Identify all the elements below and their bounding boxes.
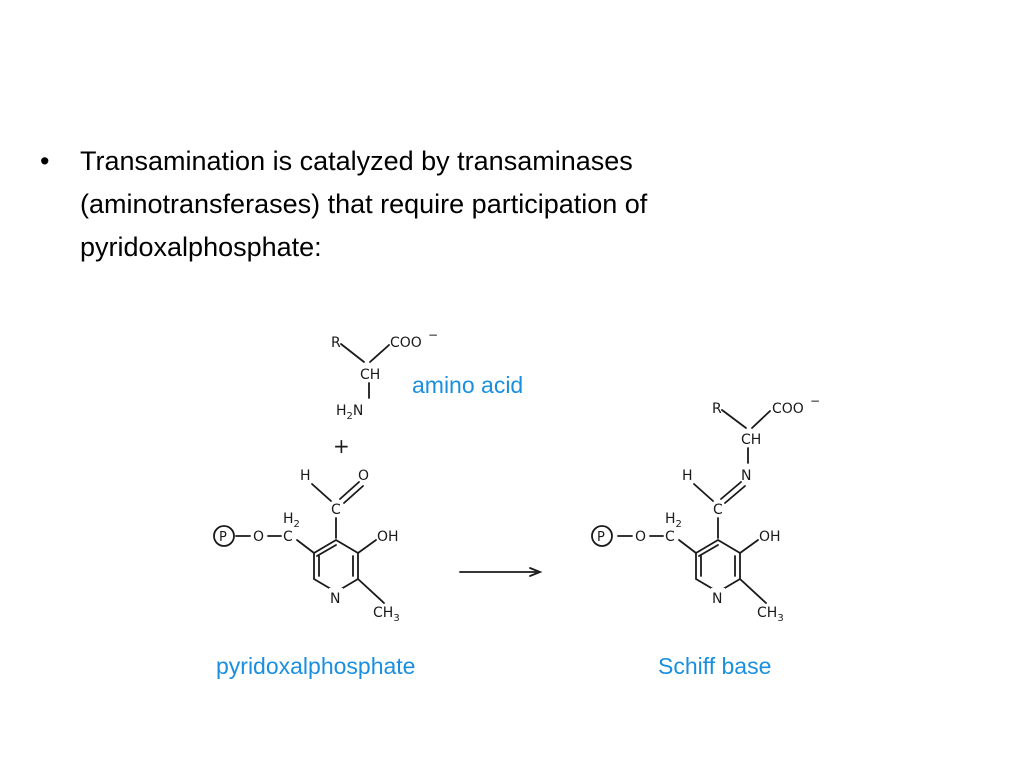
- schiff-methyl-subscript: 3: [777, 613, 783, 624]
- methyl-subscript: 3: [393, 613, 399, 624]
- caption-amino-acid: amino acid: [412, 372, 524, 398]
- bond: [739, 539, 759, 554]
- bullet-line-3: pyridoxalphosphate:: [80, 232, 322, 262]
- reaction-arrow: [459, 567, 543, 577]
- schiff-charge: −: [810, 394, 820, 408]
- bullet-text: Transamination is catalyzed by transamin…: [80, 140, 647, 269]
- schiff-methyl: CH3: [757, 605, 784, 624]
- aldehyde-c: C: [331, 502, 341, 518]
- bullet-line-2: (aminotransferases) that require partici…: [80, 189, 648, 219]
- caption-pyridoxalphosphate: pyridoxalphosphate: [216, 653, 416, 679]
- double-bond: [339, 481, 360, 500]
- phosphate-p: P: [219, 530, 227, 545]
- amino-acid-charge: −: [428, 328, 438, 342]
- bond: [296, 539, 315, 554]
- methyl: CH3: [373, 605, 400, 624]
- bond: [340, 343, 365, 363]
- amino-acid-structure: R COO − CH H2N: [331, 328, 438, 422]
- bond: [678, 539, 697, 554]
- imine-c: C: [713, 502, 723, 518]
- ring-double-bond: [316, 544, 337, 557]
- methylene-h-text: H: [283, 511, 294, 527]
- amine-subscript: 2: [347, 411, 353, 422]
- bond: [311, 483, 332, 502]
- amino-acid-carboxylate: COO: [390, 335, 422, 351]
- schiff-phosphate-circle: [591, 525, 613, 547]
- pyridoxalphosphate-structure: H O C N OH CH3 C H2 O P: [213, 468, 400, 624]
- ring-n-mask: [329, 588, 343, 604]
- bond: [721, 409, 747, 429]
- amino-acid-amine: H2N: [336, 403, 363, 422]
- schiff-ch: CH: [741, 432, 761, 448]
- aldehyde-h: H: [300, 468, 311, 484]
- arrow-head: [529, 567, 543, 577]
- bond: [357, 539, 377, 554]
- hydroxyl: OH: [377, 529, 399, 545]
- schiff-methylene-subscript: 2: [676, 519, 682, 530]
- schiff-methylene-c: C: [665, 529, 675, 545]
- methylene-c: C: [283, 529, 293, 545]
- schiff-phosphate-p: P: [597, 530, 605, 545]
- aldehyde-o: O: [358, 468, 369, 484]
- imine-n: N: [741, 468, 751, 484]
- slide-body: • Transamination is catalyzed by transam…: [40, 140, 940, 269]
- bullet-line-1: Transamination is catalyzed by transamin…: [80, 146, 633, 176]
- schiff-carboxylate: COO: [772, 401, 804, 417]
- bond: [751, 410, 771, 429]
- imine-h: H: [682, 468, 693, 484]
- bond: [369, 344, 390, 363]
- schiff-hydroxyl: OH: [759, 529, 781, 545]
- schiff-r: R: [712, 401, 722, 417]
- methylene-h: H2: [283, 511, 300, 530]
- schiff-pyridine-ring: [695, 538, 741, 594]
- plus-sign: +: [333, 434, 350, 458]
- ring-double-bond: [698, 544, 719, 557]
- amino-acid-ch: CH: [360, 367, 380, 383]
- double-bond: [720, 481, 742, 500]
- methylene-subscript: 2: [294, 519, 300, 530]
- amino-acid-r: R: [331, 335, 341, 351]
- schiff-ring-n: N: [712, 591, 722, 607]
- amine-n: N: [353, 403, 363, 419]
- amine-h: H: [336, 403, 347, 419]
- pyridine-ring: [313, 538, 359, 594]
- ring-n: N: [330, 591, 340, 607]
- schiff-methylene-h: H2: [665, 511, 682, 530]
- double-bond: [724, 485, 746, 504]
- bullet-item: • Transamination is catalyzed by transam…: [40, 140, 940, 269]
- schiff-ester-o: O: [635, 529, 646, 545]
- schiff-methylene-h-text: H: [665, 511, 676, 527]
- schiff-base-structure: R COO − CH N H C N OH CH3 C H2 O P: [591, 394, 820, 624]
- double-bond: [343, 485, 364, 504]
- caption-schiff-base: Schiff base: [658, 653, 772, 679]
- bullet-marker: •: [40, 146, 50, 176]
- phosphate-circle: [213, 525, 235, 547]
- bond: [357, 578, 385, 604]
- methyl-ch: CH: [373, 605, 393, 621]
- schiff-methyl-ch: CH: [757, 605, 777, 621]
- bond: [739, 578, 767, 604]
- ester-o: O: [253, 529, 264, 545]
- ring-n-mask: [711, 588, 725, 604]
- bond: [693, 483, 714, 502]
